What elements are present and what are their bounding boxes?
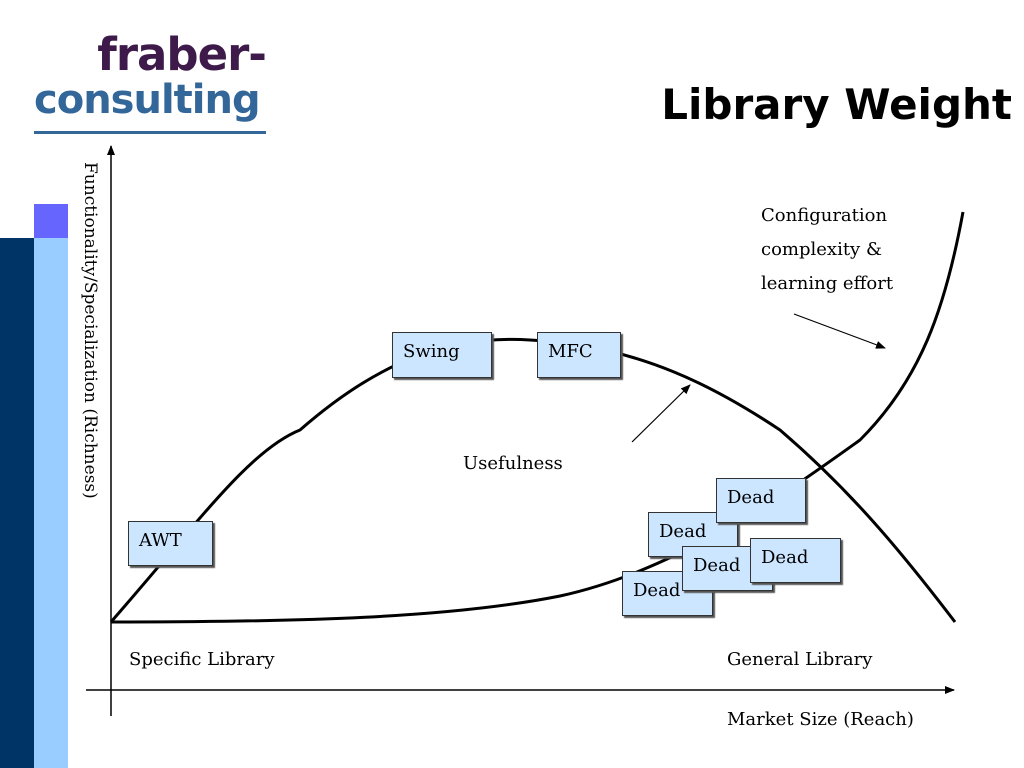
side-bar-light — [34, 238, 68, 768]
complexity-pointer-arrow — [793, 313, 886, 349]
slide-title: Library Weight — [661, 80, 1012, 129]
y-axis-label: Functionality/Specialization (Richness) — [80, 162, 100, 499]
logo-line-2: consulting — [34, 77, 261, 123]
x-axis-label: Market Size (Reach) — [727, 709, 914, 730]
usefulness-label: Usefulness — [463, 453, 563, 474]
dead-box-5: Dead — [750, 538, 841, 583]
logo-line-1: fraber- — [97, 28, 267, 81]
complexity-label-line-1: Configuration — [761, 205, 888, 226]
swing-box: Swing — [392, 332, 492, 378]
usefulness-pointer-arrow — [631, 384, 691, 443]
complexity-label-line-3: learning effort — [761, 273, 894, 294]
side-bar-dark — [0, 238, 34, 768]
dead-box-2: Dead — [716, 478, 806, 523]
complexity-label: Configuration complexity & learning effo… — [761, 199, 893, 301]
specific-library-label: Specific Library — [129, 649, 275, 670]
company-logo: fraber- consulting — [34, 28, 267, 136]
awt-box: AWT — [128, 521, 213, 566]
complexity-label-line-2: complexity & — [761, 239, 882, 260]
mfc-box: MFC — [537, 332, 621, 378]
usefulness-curve — [109, 337, 957, 623]
logo-underline — [34, 131, 266, 134]
general-library-label: General Library — [727, 649, 873, 670]
side-bar-accent — [34, 204, 68, 238]
